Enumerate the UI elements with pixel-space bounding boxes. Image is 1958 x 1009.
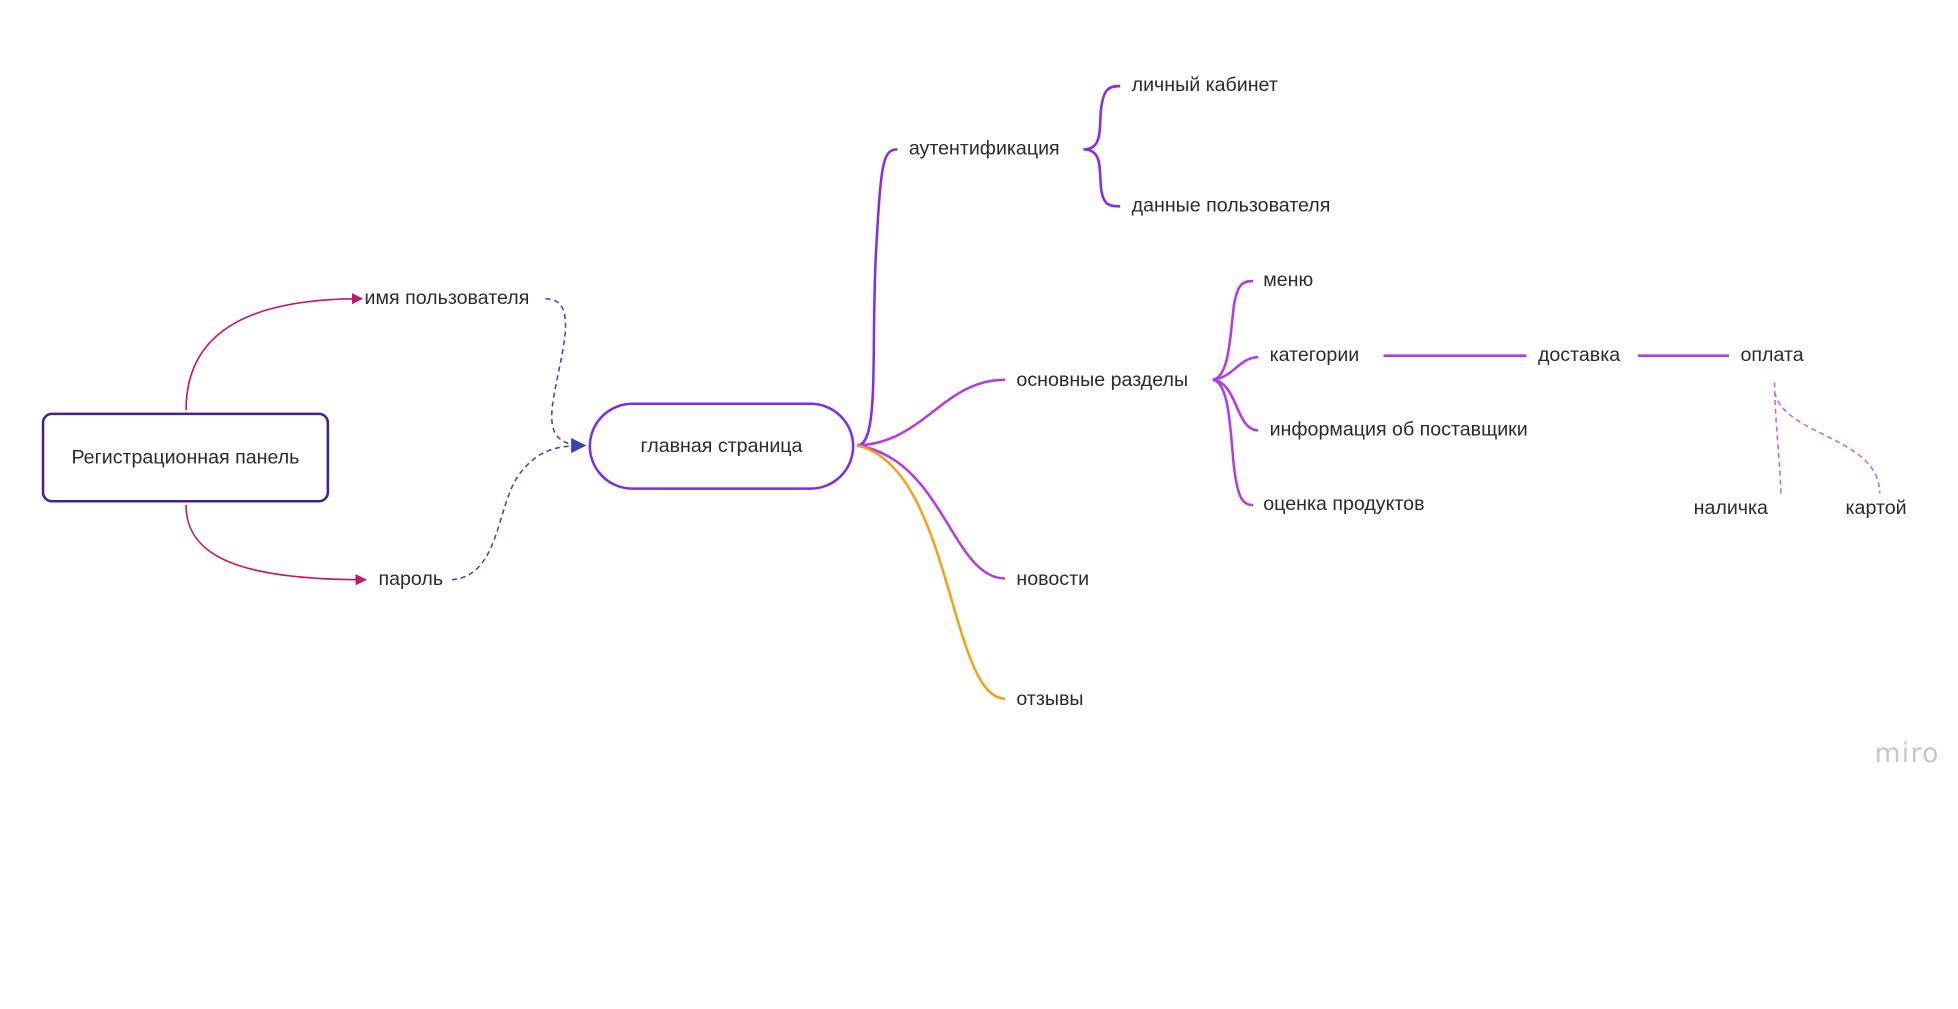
registration-panel-label: Регистрационная панель: [71, 446, 300, 468]
connector-auth-userdata: [1083, 148, 1121, 208]
connector-sections-categories: [1212, 355, 1259, 381]
connector-main-news: [856, 444, 1006, 580]
username-node[interactable]: имя пользователя: [364, 287, 530, 309]
product-rating-node[interactable]: оценка продуктов: [1263, 493, 1425, 516]
connector-payment-cash: [1773, 382, 1782, 494]
sections-node[interactable]: основные разделы: [1016, 369, 1189, 392]
supplier-info-node[interactable]: информация об поставщики: [1269, 418, 1528, 441]
connector-main-sections: [856, 378, 1006, 447]
menu-node[interactable]: меню: [1263, 269, 1314, 292]
connector-sections-menu: [1212, 279, 1254, 381]
connector-registration-password: [185, 505, 367, 586]
connector-password-main: [451, 437, 587, 581]
user-data-node[interactable]: данные пользователя: [1131, 194, 1331, 217]
connector-payment-card: [1773, 392, 1881, 494]
cabinet-node[interactable]: личный кабинет: [1131, 74, 1278, 97]
miro-logo: miro: [1874, 737, 1940, 769]
connector-registration-username: [185, 293, 364, 411]
main-page-label: главная страница: [640, 434, 803, 457]
main-page-node[interactable]: главная страница: [588, 402, 855, 490]
auth-node[interactable]: аутентификация: [908, 137, 1060, 160]
connector-auth-cabinet: [1083, 84, 1121, 151]
connector-layer: [185, 84, 1881, 700]
payment-node[interactable]: оплата: [1740, 344, 1804, 366]
connector-main-auth: [856, 148, 898, 447]
connector-username-main: [545, 297, 585, 447]
news-node[interactable]: новости: [1016, 568, 1090, 590]
connector-main-reviews: [856, 444, 1006, 700]
password-node[interactable]: пароль: [378, 568, 444, 590]
delivery-node[interactable]: доставка: [1537, 344, 1621, 366]
categories-node[interactable]: категории: [1269, 344, 1360, 366]
connector-sections-supplier: [1212, 378, 1259, 432]
reviews-node[interactable]: отзывы: [1016, 688, 1084, 711]
registration-panel-node[interactable]: Регистрационная панель: [41, 412, 330, 503]
card-node[interactable]: картой: [1845, 497, 1907, 519]
cash-node[interactable]: наличка: [1693, 497, 1768, 519]
connector-sections-rating: [1212, 378, 1254, 507]
